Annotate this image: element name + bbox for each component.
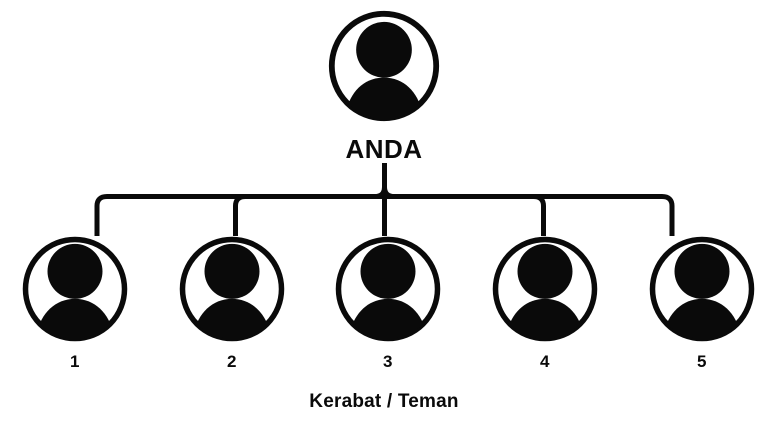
node-child-label: 1	[70, 352, 80, 371]
connector-bus	[94, 194, 675, 236]
user-avatar-icon	[22, 236, 128, 342]
connector-drop-2	[233, 194, 246, 236]
node-child-3[interactable]: 3	[332, 234, 444, 370]
user-avatar-icon	[335, 236, 441, 342]
user-avatar-icon	[649, 236, 755, 342]
user-avatar-icon	[328, 10, 440, 122]
node-child-1[interactable]: 1	[19, 234, 131, 370]
user-avatar-icon	[179, 236, 285, 342]
node-child-label: 4	[540, 352, 550, 371]
connector-fillet-left	[374, 186, 387, 199]
node-root[interactable]: ANDA	[324, 8, 444, 162]
node-child-5[interactable]: 5	[646, 234, 758, 370]
node-root-label: ANDA	[345, 134, 423, 164]
connector-fillet-right	[382, 186, 395, 199]
node-child-2[interactable]: 2	[176, 234, 288, 370]
node-child-4[interactable]: 4	[489, 234, 601, 370]
node-child-label: 3	[383, 352, 393, 371]
connector-drop-4	[533, 194, 546, 236]
user-avatar-icon	[492, 236, 598, 342]
diagram-caption: Kerabat / Teman	[309, 391, 459, 412]
node-child-label: 5	[697, 352, 707, 371]
node-child-label: 2	[227, 352, 237, 371]
